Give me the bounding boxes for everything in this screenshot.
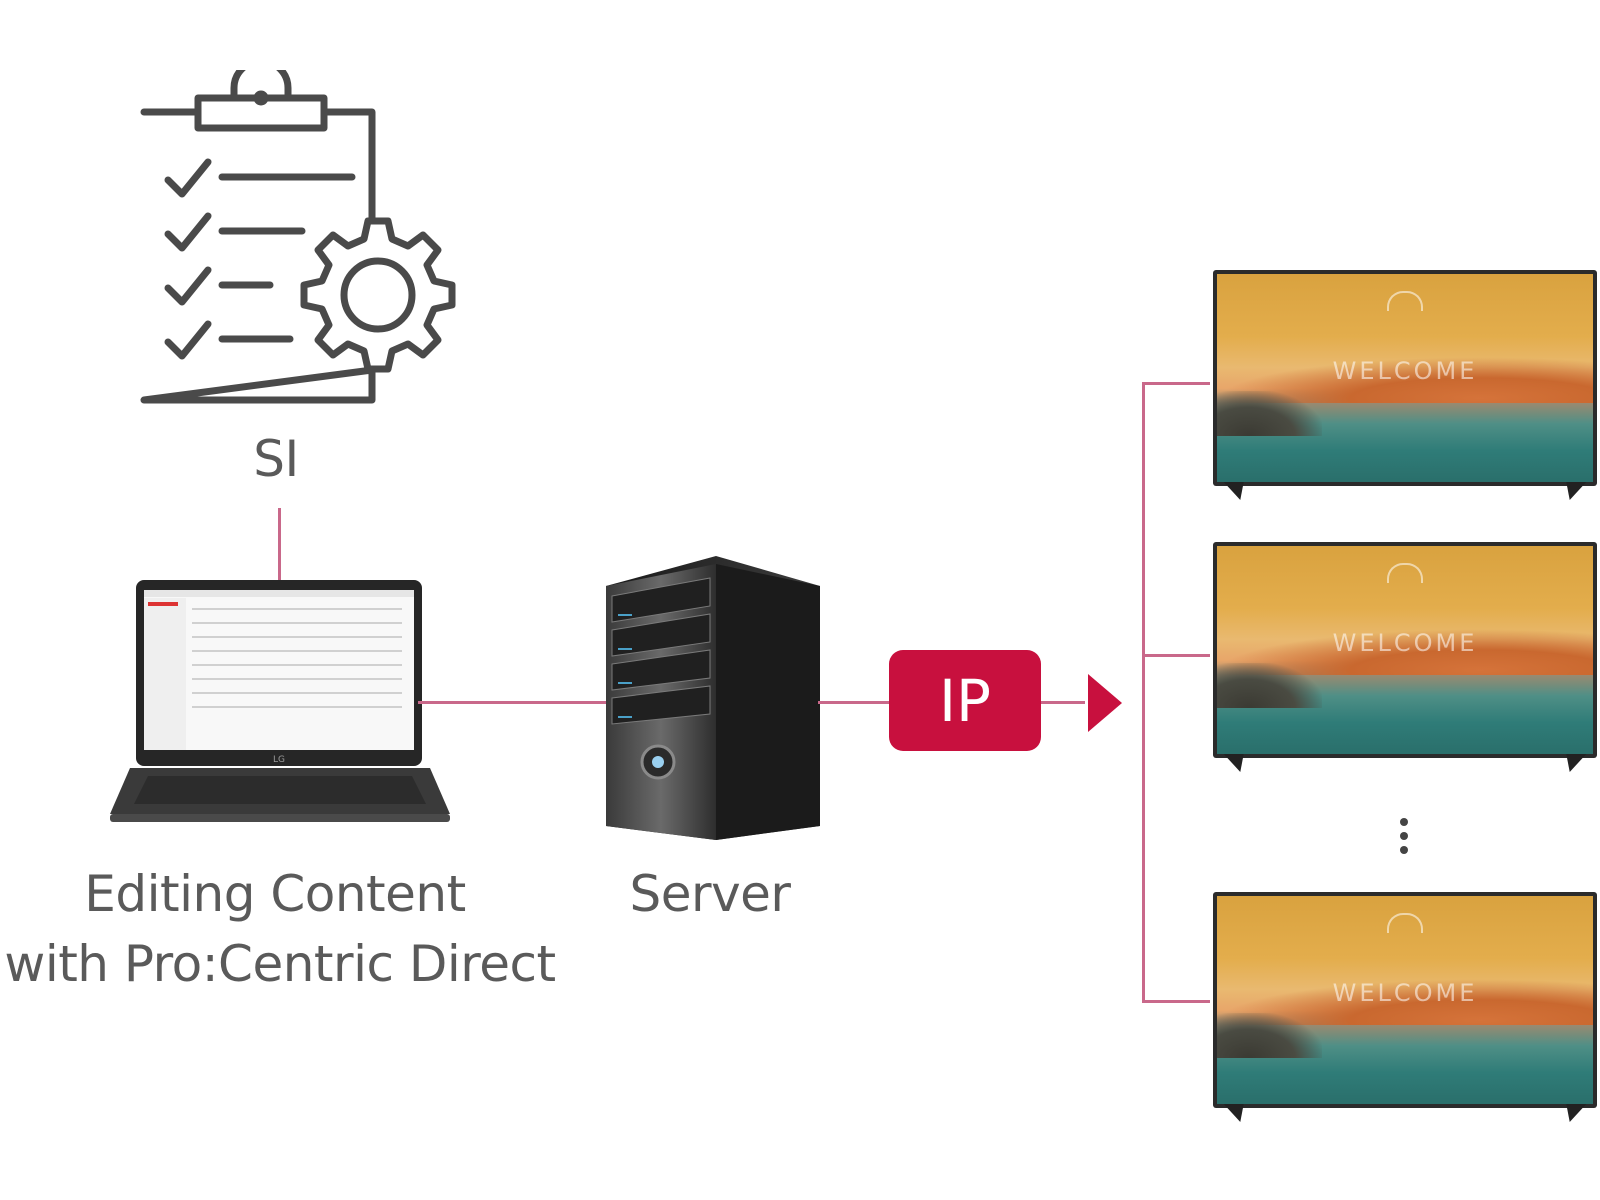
display-welcome-text: WELCOME xyxy=(1332,357,1478,386)
connector-server-ip xyxy=(818,701,893,704)
display-welcome-text: WELCOME xyxy=(1332,629,1478,658)
clipboard-gear-icon xyxy=(140,70,456,404)
server-tower-icon xyxy=(606,556,820,840)
arrow-right-icon xyxy=(1088,674,1122,732)
server-label: Server xyxy=(629,865,791,923)
connector-si-laptop xyxy=(278,508,281,582)
tv-display-icon: WELCOME xyxy=(1213,270,1597,506)
ip-badge: IP xyxy=(889,650,1041,751)
si-label: SI xyxy=(253,430,299,488)
display-welcome-text: WELCOME xyxy=(1332,979,1478,1008)
connector-display-3 xyxy=(1142,1000,1210,1003)
more-displays-ellipsis xyxy=(1400,812,1408,860)
connector-bracket-vertical xyxy=(1142,382,1145,1002)
laptop-label-line1: Editing Content xyxy=(84,865,466,923)
connector-ip-arrow xyxy=(1041,701,1085,704)
svg-text:LG: LG xyxy=(273,755,285,765)
laptop-icon: LG xyxy=(110,580,450,822)
connector-display-1 xyxy=(1142,382,1210,385)
tv-display-icon: WELCOME xyxy=(1213,892,1597,1128)
connector-laptop-server xyxy=(418,701,608,704)
connector-display-2 xyxy=(1142,654,1210,657)
tv-display-icon: WELCOME xyxy=(1213,542,1597,778)
laptop-label-line2: with Pro:Centric Direct xyxy=(4,935,556,993)
